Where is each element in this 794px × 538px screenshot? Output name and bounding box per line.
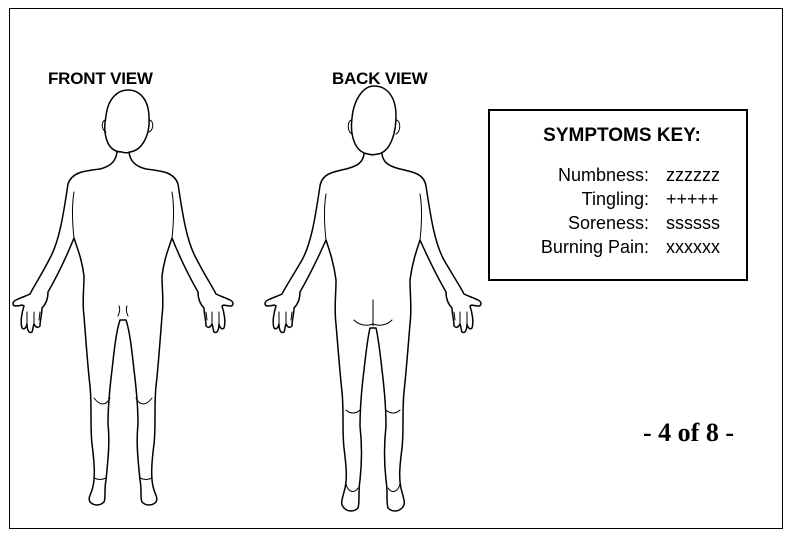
back-right-inner-arm xyxy=(420,194,422,240)
page-number: - 4 of 8 - xyxy=(643,418,734,448)
front-left-fingers xyxy=(27,312,40,324)
back-right-heel xyxy=(388,484,400,491)
front-right-knee xyxy=(136,398,152,404)
back-left-knee xyxy=(346,410,360,413)
key-label: Tingling: xyxy=(582,189,649,210)
back-left-inner-arm xyxy=(325,194,327,240)
symptoms-key-title: SYMPTOMS KEY: xyxy=(490,125,748,147)
back-body-figure[interactable] xyxy=(250,80,490,520)
front-body-outline xyxy=(13,152,233,505)
front-groin xyxy=(118,306,128,316)
back-right-ear xyxy=(396,120,400,134)
key-label: Numbness: xyxy=(558,165,649,186)
back-head xyxy=(352,86,396,155)
front-right-fingers xyxy=(206,312,219,324)
key-value: zzzzzz xyxy=(666,165,720,186)
key-value: xxxxxx xyxy=(666,237,720,258)
symptoms-key-box: SYMPTOMS KEY: Numbness: zzzzzz Tingling:… xyxy=(488,109,748,281)
key-row-tingling: Tingling: +++++ xyxy=(490,189,745,213)
key-value: +++++ xyxy=(666,189,719,210)
key-value: ssssss xyxy=(666,213,720,234)
key-row-numbness: Numbness: zzzzzz xyxy=(490,165,745,189)
key-row-soreness: Soreness: ssssss xyxy=(490,213,745,237)
front-right-inner-arm xyxy=(172,192,174,238)
back-right-fingers xyxy=(454,312,467,324)
front-left-ankle xyxy=(94,478,106,480)
key-label: Burning Pain: xyxy=(541,237,649,258)
back-left-heel xyxy=(346,484,358,491)
back-body-outline xyxy=(265,154,481,511)
front-head xyxy=(105,90,149,153)
key-row-burning-pain: Burning Pain: xxxxxx xyxy=(490,237,745,261)
back-left-fingers xyxy=(279,312,292,324)
front-left-knee xyxy=(94,398,110,404)
front-right-ankle xyxy=(140,478,152,480)
key-label: Soreness: xyxy=(568,213,649,234)
front-body-figure[interactable] xyxy=(2,80,242,520)
back-right-knee xyxy=(386,410,400,413)
back-buttocks xyxy=(354,300,392,326)
front-left-inner-arm xyxy=(73,192,75,238)
